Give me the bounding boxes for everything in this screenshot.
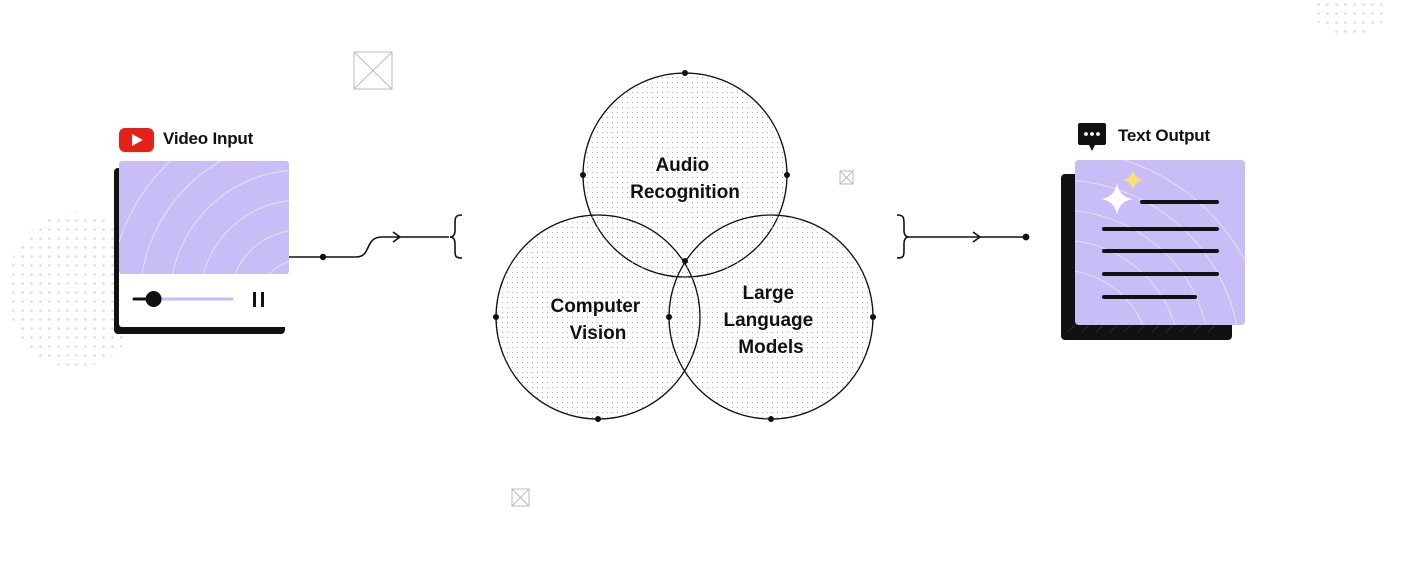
pause-icon[interactable]: [253, 292, 264, 307]
venn-diagram: Audio Recognition Computer Vision Large …: [493, 70, 876, 422]
venn-label-audio-recognition: Audio Recognition: [630, 155, 740, 203]
output-node: [1022, 233, 1030, 241]
sparkle-icon: [1101, 183, 1133, 215]
venn-anchor-dots: [493, 70, 876, 422]
chat-bubble-icon: [1078, 123, 1106, 151]
output-connector: [896, 214, 1026, 259]
sparkle-small-icon: [1123, 169, 1143, 191]
image-placeholder-icon: [353, 51, 393, 90]
background-dot-field-corner: [1314, 0, 1386, 36]
image-placeholder-icon: [839, 170, 854, 185]
venn-label-large-language-models: Large Language Models: [723, 283, 818, 358]
input-connector: [289, 214, 463, 259]
image-placeholder-icon: [511, 488, 530, 507]
text-output-card: [1061, 160, 1245, 340]
video-frame: [119, 161, 289, 274]
video-play-icon: [119, 128, 154, 152]
seek-knob[interactable]: [145, 291, 162, 307]
background-dot-field: [7, 212, 143, 368]
video-input-card: [114, 161, 289, 334]
video-input-label: Video Input: [163, 129, 254, 148]
video-seek-slider[interactable]: [132, 291, 234, 307]
left-brace: [449, 214, 463, 259]
right-brace: [896, 214, 910, 259]
venn-label-computer-vision: Computer Vision: [550, 296, 645, 344]
document-text-lines: [1102, 200, 1219, 299]
text-output-label: Text Output: [1118, 126, 1210, 145]
connector-node: [319, 253, 327, 261]
